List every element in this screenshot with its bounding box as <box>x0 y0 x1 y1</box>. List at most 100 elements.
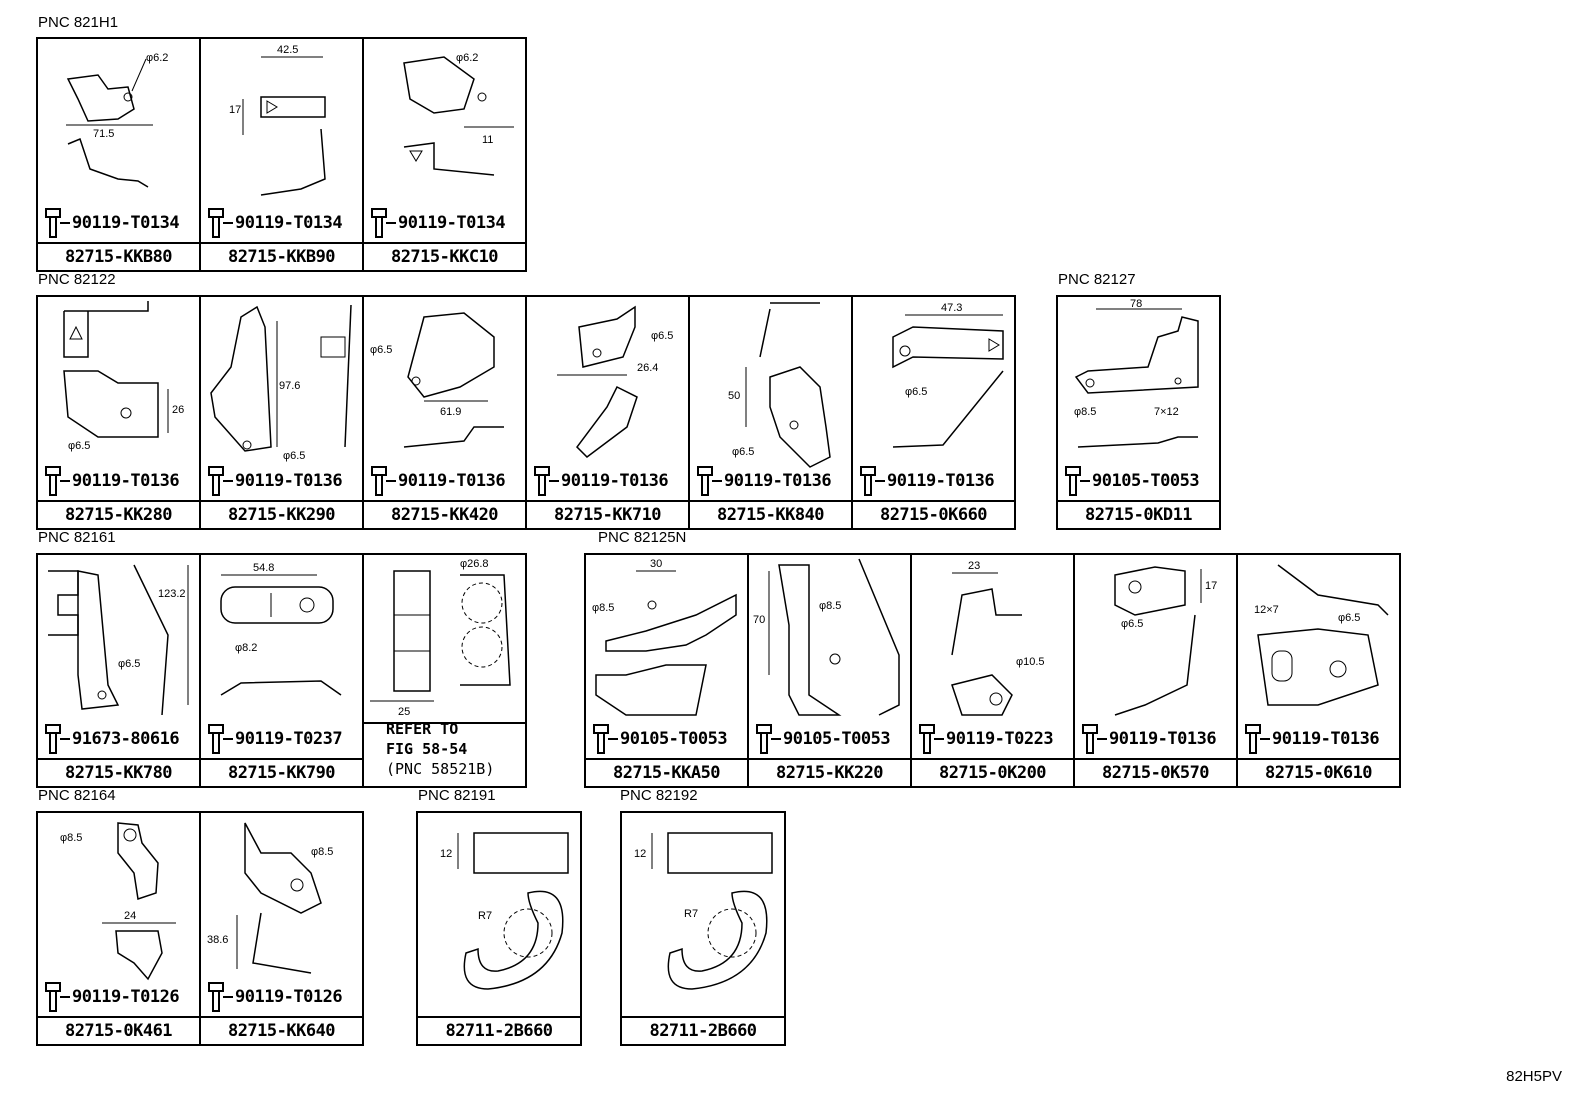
bolt-number: 90119-T0134 <box>72 213 180 233</box>
svg-text:φ6.5: φ6.5 <box>651 330 673 342</box>
bracket-drawing: φ26.8 25 <box>364 558 525 724</box>
part-cell[interactable]: 42.5 17 90119-T0134 82715-KKB90 <box>199 37 364 272</box>
svg-text:71.5: 71.5 <box>93 128 114 140</box>
part-number: 82715-KK290 <box>201 500 362 528</box>
svg-text:70: 70 <box>753 614 765 626</box>
svg-text:φ6.5: φ6.5 <box>68 440 90 452</box>
bolt-number: 90119-T0126 <box>235 987 343 1007</box>
part-cell[interactable]: φ6.5 61.9 90119-T0136 82715-KK420 <box>362 295 527 530</box>
svg-text:φ8.5: φ8.5 <box>1074 406 1096 418</box>
part-number: 82711-2B660 <box>622 1016 784 1044</box>
part-number: 82715-KK640 <box>201 1016 362 1044</box>
refer-line: FIG 58-54 <box>386 740 468 758</box>
bolt-icon <box>756 724 772 754</box>
part-cell[interactable]: 17 φ6.5 90119-T0136 82715-0K570 <box>1073 553 1238 788</box>
part-cell[interactable]: 26 φ6.5 90119-T0136 82715-KK280 <box>36 295 201 530</box>
bracket-drawing: 50 φ6.5 <box>728 302 831 468</box>
bracket-drawing: 26 φ6.5 <box>63 301 184 452</box>
svg-text:φ8.2: φ8.2 <box>235 642 257 654</box>
refer-note: REFER TO FIG 58-54 (PNC 58521B) <box>386 719 494 779</box>
bolt-number: 91673-80616 <box>72 729 180 749</box>
bolt-number: 90119-T0237 <box>235 729 343 749</box>
svg-text:φ8.5: φ8.5 <box>311 846 333 858</box>
svg-text:φ6.5: φ6.5 <box>283 450 305 462</box>
clamp-drawing: 12 R7 <box>634 832 773 990</box>
bolt-row: 90119-T0134 <box>370 207 506 239</box>
diagram-ref-code: 82H5PV <box>1506 1068 1562 1085</box>
bolt-number: 90119-T0136 <box>1272 729 1380 749</box>
bolt-row: 90119-T0223 <box>918 723 1054 755</box>
bolt-row: 91673-80616 <box>44 723 180 755</box>
svg-text:R7: R7 <box>478 910 492 922</box>
bracket-drawing: 12×7 φ6.5 <box>1254 564 1389 706</box>
part-cell[interactable]: φ6.5 26.4 90119-T0136 82715-KK710 <box>525 295 690 530</box>
bolt-row: 90119-T0136 <box>533 465 669 497</box>
svg-text:26: 26 <box>172 404 184 416</box>
part-cell[interactable]: 97.6 φ6.5 90119-T0136 82715-KK290 <box>199 295 364 530</box>
group-label-82161: PNC 82161 <box>38 529 116 546</box>
bolt-row: 90119-T0136 <box>370 465 506 497</box>
part-cell[interactable]: 123.2 φ6.5 91673-80616 82715-KK780 <box>36 553 201 788</box>
part-cell[interactable]: φ26.8 25 REFER TO FIG 58-54 (PNC 58521B) <box>362 553 527 788</box>
part-cell[interactable]: 47.3 φ6.5 90119-T0136 82715-0K660 <box>851 295 1016 530</box>
part-cell[interactable]: 12 R7 82711-2B660 <box>620 811 786 1046</box>
part-cell[interactable]: 78 φ8.5 7×12 90105-T0053 82715-0KD11 <box>1056 295 1221 530</box>
svg-text:11: 11 <box>482 134 493 146</box>
svg-text:30: 30 <box>650 558 662 570</box>
part-cell[interactable]: 70 φ8.5 90105-T0053 82715-KK220 <box>747 553 912 788</box>
svg-text:φ6.5: φ6.5 <box>1121 618 1143 630</box>
part-cell[interactable]: 30 φ8.5 90105-T0053 82715-KKA50 <box>584 553 749 788</box>
bolt-row: 90119-T0136 <box>207 465 343 497</box>
bracket-drawing: 17 φ6.5 <box>1114 566 1217 716</box>
bolt-row: 90119-T0136 <box>1244 723 1380 755</box>
bolt-number: 90119-T0136 <box>72 471 180 491</box>
bracket-drawing: 54.8 φ8.2 <box>220 562 342 696</box>
svg-text:12×7: 12×7 <box>1254 604 1279 616</box>
bolt-row: 90119-T0134 <box>207 207 343 239</box>
bolt-icon <box>45 982 61 1012</box>
part-number: 82715-0KD11 <box>1058 500 1219 528</box>
svg-text:φ26.8: φ26.8 <box>460 558 489 570</box>
part-cell[interactable]: φ6.2 71.5 90119-T0134 82715-KKB80 <box>36 37 201 272</box>
part-number: 82715-KK780 <box>38 758 199 786</box>
svg-text:23: 23 <box>968 560 980 572</box>
part-cell[interactable]: φ8.5 24 90119-T0126 82715-0K461 <box>36 811 201 1046</box>
bolt-icon <box>593 724 609 754</box>
part-number: 82715-KK220 <box>749 758 910 786</box>
svg-text:φ6.5: φ6.5 <box>1338 612 1360 624</box>
bracket-drawing: 42.5 17 <box>229 44 326 196</box>
svg-text:R7: R7 <box>684 908 698 920</box>
part-number: 82715-KK420 <box>364 500 525 528</box>
part-cell[interactable]: φ6.2 11 90119-T0134 82715-KKC10 <box>362 37 527 272</box>
bolt-icon <box>534 466 550 496</box>
bolt-number: 90119-T0136 <box>561 471 669 491</box>
bolt-icon <box>45 724 61 754</box>
bolt-row: 90105-T0053 <box>592 723 728 755</box>
bracket-drawing: 23 φ10.5 <box>951 560 1045 716</box>
part-cell[interactable]: 12 R7 82711-2B660 <box>416 811 582 1046</box>
part-cell[interactable]: 54.8 φ8.2 90119-T0237 82715-KK790 <box>199 553 364 788</box>
part-cell[interactable]: 50 φ6.5 90119-T0136 82715-KK840 <box>688 295 853 530</box>
bolt-icon <box>208 208 224 238</box>
group-label-82127: PNC 82127 <box>1058 271 1136 288</box>
bolt-icon <box>208 724 224 754</box>
bracket-drawing: φ6.2 11 <box>403 52 514 176</box>
bracket-drawing: φ8.5 38.6 <box>207 822 333 974</box>
part-number: 82715-KKB80 <box>38 242 199 270</box>
svg-text:47.3: 47.3 <box>941 302 962 314</box>
bracket-drawing: 97.6 φ6.5 <box>210 304 352 462</box>
part-number: 82715-KK840 <box>690 500 851 528</box>
svg-text:61.9: 61.9 <box>440 406 461 418</box>
bolt-icon <box>45 208 61 238</box>
refer-line: (PNC 58521B) <box>386 760 495 778</box>
part-number: 82715-KKB90 <box>201 242 362 270</box>
part-cell[interactable]: 12×7 φ6.5 90119-T0136 82715-0K610 <box>1236 553 1401 788</box>
bracket-drawing: φ6.2 71.5 <box>66 52 168 188</box>
part-cell[interactable]: φ8.5 38.6 90119-T0126 82715-KK640 <box>199 811 364 1046</box>
svg-text:φ8.5: φ8.5 <box>819 600 841 612</box>
part-number: 82715-KK790 <box>201 758 362 786</box>
svg-text:97.6: 97.6 <box>279 380 300 392</box>
part-number: 82715-KK710 <box>527 500 688 528</box>
svg-text:78: 78 <box>1130 298 1142 310</box>
part-cell[interactable]: 23 φ10.5 90119-T0223 82715-0K200 <box>910 553 1075 788</box>
